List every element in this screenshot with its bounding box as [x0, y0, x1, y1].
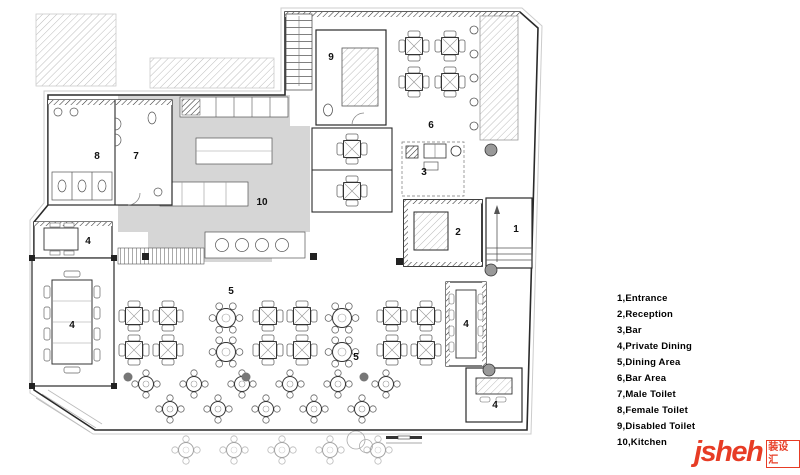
- reception-room: [403, 199, 483, 267]
- legend: 1,Entrance 2,Reception 3,Bar 4,Private D…: [617, 291, 695, 451]
- plan-label-female-toilet: 8: [94, 151, 100, 162]
- legend-item-disabled-toilet: 9,Disabled Toilet: [617, 421, 696, 432]
- planter: [359, 372, 369, 382]
- entrance-corridor: [485, 197, 533, 269]
- plan-label-private-dining-a: 4: [85, 236, 91, 247]
- legend-item-private-dining: 4,Private Dining: [617, 341, 692, 352]
- legend-item-reception: 2,Reception: [617, 309, 674, 320]
- plan-label-private-dining-b: 4: [69, 320, 75, 331]
- planter: [241, 372, 251, 382]
- legend-item-bar: 3,Bar: [617, 325, 642, 336]
- site-landscape: [29, 7, 543, 465]
- dining-area-tables: [118, 300, 442, 424]
- middle-rooms: [311, 127, 393, 213]
- scale-bar: [386, 435, 422, 444]
- legend-item-dining-area: 5,Dining Area: [617, 357, 681, 368]
- legend-item-female-toilet: 8,Female Toilet: [617, 405, 688, 416]
- planter: [123, 372, 133, 382]
- toilet-block: [47, 99, 173, 206]
- private-dining-bottom-right: [465, 367, 523, 423]
- plan-label-bar-area: 6: [428, 120, 434, 131]
- private-dining-left-large: [31, 257, 115, 387]
- legend-item-kitchen: 10,Kitchen: [617, 437, 668, 448]
- logo-brand-text: jsheh: [694, 436, 764, 468]
- bar-area: [398, 15, 519, 141]
- kitchen-area: [117, 95, 310, 265]
- legend-item-bar-area: 6,Bar Area: [617, 373, 667, 384]
- private-dining-left-small: [33, 221, 113, 259]
- logo-cn-text: 装设汇: [766, 440, 800, 468]
- legend-item-entrance: 1,Entrance: [617, 293, 668, 304]
- plan-label-entrance: 1: [513, 224, 519, 235]
- plan-number-labels: 9 8 7 10 6 3 2 1 4 4 5 5 4 4: [69, 52, 519, 411]
- plan-label-kitchen: 10: [256, 197, 268, 208]
- outdoor-seating: [171, 435, 393, 465]
- plan-label-disabled-toilet: 9: [328, 52, 334, 63]
- private-dining-right: [445, 281, 487, 367]
- plan-label-reception: 2: [455, 227, 461, 238]
- tree: [359, 439, 373, 453]
- legend-item-male-toilet: 7,Male Toilet: [617, 389, 676, 400]
- plan-label-private-dining-d: 4: [492, 400, 498, 411]
- plan-label-private-dining-c: 4: [463, 319, 469, 330]
- bar-counter: [401, 141, 465, 197]
- brand-logo: jsheh 装设汇: [694, 438, 800, 468]
- plan-label-dining-area-b: 5: [353, 352, 359, 363]
- staircase: [285, 13, 313, 91]
- top-wall-hatch: [285, 12, 520, 17]
- female-toilet-room: [51, 107, 113, 201]
- plan-label-male-toilet: 7: [133, 151, 139, 162]
- tree: [346, 430, 366, 450]
- plan-label-bar: 3: [421, 167, 427, 178]
- disabled-toilet-room: [315, 29, 387, 126]
- building-outline: [33, 11, 539, 431]
- plan-label-dining-area-a: 5: [228, 286, 234, 297]
- columns: [29, 143, 498, 389]
- male-toilet-room: [114, 111, 163, 206]
